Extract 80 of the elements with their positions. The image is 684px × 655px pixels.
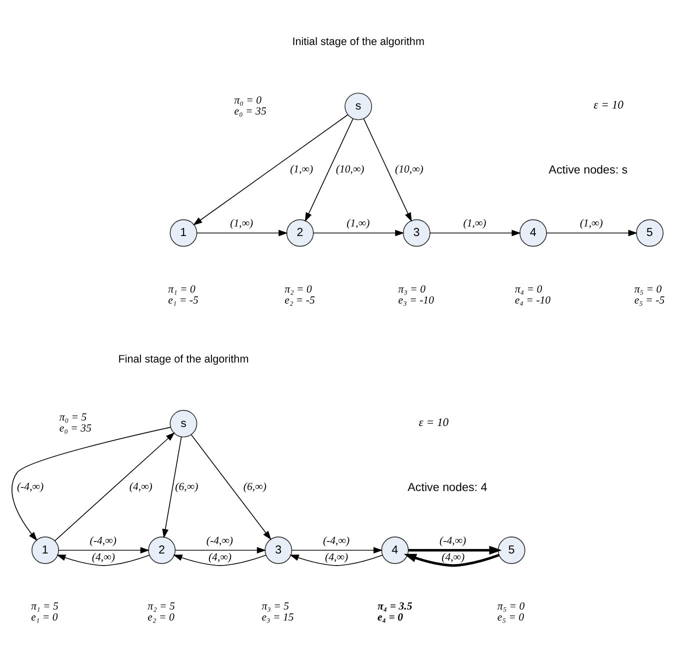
node-label: e₄ = -10: [514, 294, 551, 306]
edge-label: (1,∞): [290, 164, 314, 176]
node-label: e₂ = 0: [148, 612, 174, 624]
arrow: [313, 230, 404, 236]
edge-label: (4,∞): [325, 552, 348, 564]
node-circle: 5: [498, 536, 526, 564]
arrow: [363, 118, 412, 222]
node-label: e₀ = 35: [59, 422, 92, 434]
arrow: [404, 554, 500, 567]
edge-label: (-4,∞): [206, 534, 234, 547]
arrow: [546, 230, 638, 236]
edge-label: (4,∞): [208, 552, 232, 564]
node-label: e₅ = 0: [497, 612, 524, 624]
edge-label: (1,∞): [580, 218, 603, 230]
node-label: e₀ = 35: [234, 105, 266, 118]
arrow: [174, 547, 266, 554]
arrow: [291, 547, 383, 554]
node-label: e₁ = -5: [168, 294, 198, 306]
node-circle: 4: [519, 219, 547, 247]
arrow: [58, 547, 150, 554]
edge-label: (-4,∞): [90, 534, 116, 547]
node-label: π₁ = 0: [168, 283, 196, 296]
node-label: e₃ = 15: [262, 612, 294, 624]
node-circle: 1: [170, 219, 198, 247]
node-label: π₀ = 5: [59, 412, 87, 424]
node-circle: 4: [381, 536, 409, 564]
node-circle: 1: [32, 536, 60, 564]
edge-label: (-4,∞): [322, 534, 350, 547]
edge-label: (4,∞): [129, 480, 152, 493]
arrow: [408, 546, 502, 555]
label: Active nodes: s: [548, 164, 628, 177]
edge-label: (4,∞): [442, 552, 465, 564]
label: Active nodes: 4: [408, 480, 488, 494]
arrow: [12, 426, 171, 541]
node-circle: 3: [264, 536, 292, 564]
edge-label: (4,∞): [92, 552, 115, 564]
arrow: [54, 432, 175, 542]
edge-label: (6,∞): [243, 480, 266, 493]
arrow: [162, 436, 182, 538]
arrow: [190, 434, 272, 540]
node-label: π₁ = 5: [31, 600, 58, 613]
edge-label: (-4,∞): [440, 534, 466, 547]
arrow: [193, 114, 348, 226]
label: ε = 10: [418, 416, 449, 429]
node-circle: 2: [148, 536, 176, 564]
arrow: [290, 554, 383, 566]
arrow: [304, 118, 354, 222]
node-label: e₂ = -5: [284, 294, 315, 306]
node-circle: 3: [402, 219, 430, 247]
node-label: e₁ = 0: [31, 612, 58, 624]
node-label: π₅ = 0: [634, 283, 662, 296]
edge-label: (6,∞): [175, 480, 198, 493]
node-label: π₃ = 0: [398, 283, 426, 296]
edge-label: (1,∞): [230, 218, 254, 230]
node-label: π₅ = 0: [497, 600, 525, 613]
node-label: π₄ = 3.5: [378, 600, 412, 613]
edge-label: (-4,∞): [16, 480, 44, 493]
node-label: e₅ = -5: [634, 294, 665, 306]
arrow: [196, 230, 288, 236]
node-circle: s: [344, 92, 372, 120]
edge-label: (1,∞): [346, 218, 370, 230]
edge-label: (1,∞): [463, 218, 486, 230]
node-circle: s: [170, 410, 198, 438]
node-label: π₂ = 0: [284, 283, 312, 296]
edge-label: (10,∞): [336, 164, 364, 176]
node-label: π₀ = 0: [234, 94, 262, 106]
arrow: [430, 230, 521, 236]
node-label: π₄ = 0: [514, 283, 542, 296]
label: Initial stage of the algorithm: [292, 36, 424, 48]
arrow: [56, 554, 150, 566]
node-circle: 5: [636, 219, 664, 247]
node-label: e₃ = -10: [398, 294, 434, 306]
label: ε = 10: [594, 98, 624, 112]
node-label: π₂ = 5: [148, 600, 175, 613]
label: Final stage of the algorithm: [118, 353, 249, 366]
node-circle: 2: [286, 219, 314, 247]
node-label: π₃ = 5: [262, 600, 290, 613]
edge-label: (10,∞): [394, 164, 424, 176]
node-label: e₄ = 0: [378, 612, 404, 624]
arrow: [173, 554, 266, 566]
